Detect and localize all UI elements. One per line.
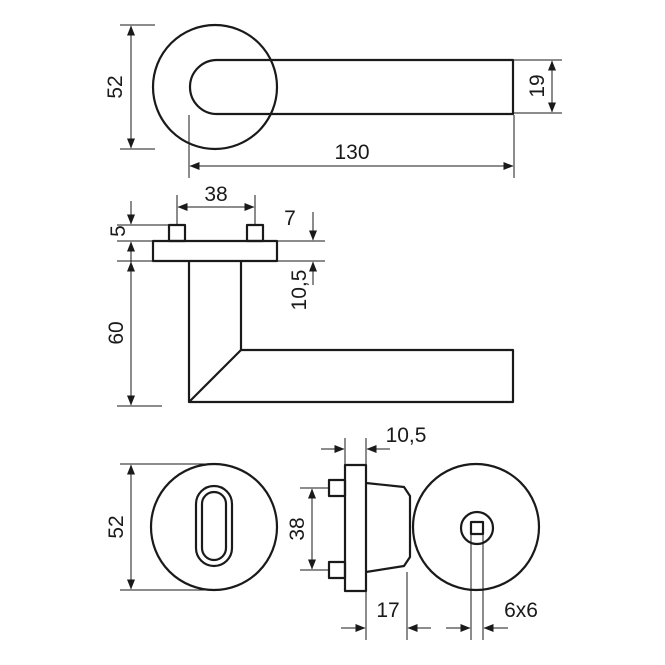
front-rosette-plate <box>151 239 279 263</box>
front-lever-bend <box>188 349 242 403</box>
label-square-spindle: 6x6 <box>504 599 538 622</box>
side-pin-bottom <box>327 560 347 580</box>
label-lever-length: 130 <box>334 141 369 164</box>
front-pin-left <box>167 223 187 243</box>
dim-side-pin-spacing: 38 <box>286 487 328 571</box>
top-rosette <box>151 23 279 151</box>
dim-key-rosette-diameter: 52 <box>105 463 212 591</box>
key-slot-outer <box>194 484 234 568</box>
label-lever-height: 60 <box>105 321 128 344</box>
square-spindle-hole <box>469 520 485 536</box>
spindle-rosette-view: 6x6 <box>411 462 541 640</box>
side-body-outline <box>365 481 412 574</box>
side-view: 10,5 38 17 <box>286 424 431 640</box>
key-slot-inner <box>200 490 228 562</box>
dim-lever-thickness: 19 <box>514 59 562 114</box>
label-key-rosette-diameter: 52 <box>105 515 128 538</box>
dim-pin-spacing: 38 <box>176 183 256 225</box>
label-pin-height: 5 <box>107 225 130 237</box>
front-view: 38 5 7 10,5 60 <box>105 183 515 407</box>
label-side-pin-spacing: 38 <box>286 517 309 540</box>
top-view: 52 19 130 <box>104 23 562 178</box>
side-pin-top <box>327 478 347 498</box>
key-rosette <box>149 462 279 592</box>
dim-square-spindle: 6x6 <box>446 535 538 640</box>
dim-lever-length: 130 <box>188 115 515 178</box>
dim-side-body-depth: 17 <box>341 572 431 640</box>
dim-top-rosette-diameter: 52 <box>104 24 155 150</box>
dim-pin-height: 5 <box>107 201 168 264</box>
spindle-rosette <box>411 462 541 592</box>
spindle-boss <box>459 510 495 546</box>
front-pin-right <box>245 223 265 243</box>
label-pin-spacing: 38 <box>204 183 227 206</box>
dim-lever-height: 60 <box>105 260 162 407</box>
side-rosette-plate <box>343 463 368 593</box>
key-rosette-view: 52 <box>105 462 279 592</box>
front-lever-outline <box>187 261 515 404</box>
label-neck-offset: 10,5 <box>288 270 311 311</box>
label-rosette-thickness: 7 <box>284 207 296 230</box>
label-side-rosette-thickness: 10,5 <box>386 424 427 447</box>
top-lever-outline <box>188 58 515 116</box>
label-top-rosette-diameter: 52 <box>104 75 127 98</box>
dim-rosette-thickness: 7 <box>278 207 325 242</box>
dim-side-rosette-thickness: 10,5 <box>321 424 426 464</box>
label-side-body-depth: 17 <box>376 599 399 622</box>
dim-neck-offset: 10,5 <box>278 260 325 311</box>
label-lever-thickness: 19 <box>526 74 549 97</box>
